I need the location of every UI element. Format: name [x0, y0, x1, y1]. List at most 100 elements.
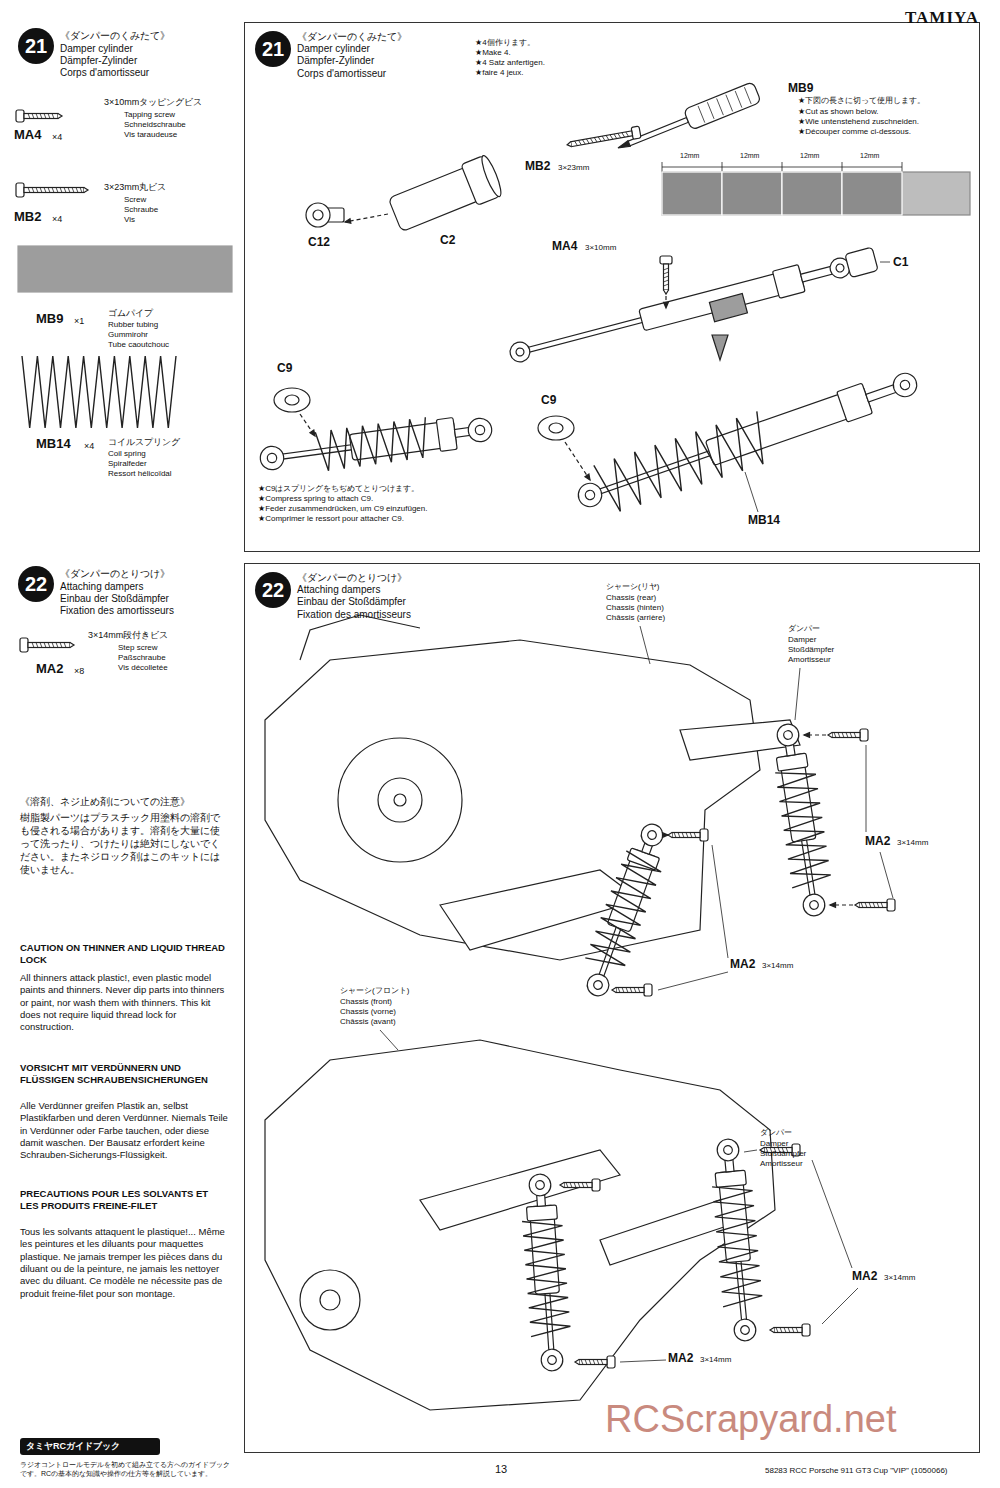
arrow-head: [345, 219, 351, 224]
drawing-part: [72, 188, 74, 193]
drawing-part: [547, 1355, 556, 1364]
dimension-tick: [722, 162, 723, 172]
leader-line: [812, 1160, 852, 1268]
dimension-tick: [662, 162, 663, 172]
drawing-part: [776, 723, 801, 748]
drawing-part: [64, 643, 66, 648]
part-name: Amortisseur: [788, 655, 831, 664]
drawing-part: [526, 1205, 557, 1221]
drawing-part: [306, 203, 330, 227]
part-code: MB9: [36, 312, 63, 327]
step-number: 22: [18, 566, 54, 602]
step-number-text: 22: [25, 573, 47, 596]
caution-text: Tous les solvants attaquent le plastique…: [20, 1226, 228, 1300]
arrow-head: [664, 302, 669, 308]
part-name: Vis décolletée: [118, 663, 168, 672]
suspension-arm: [420, 1150, 620, 1230]
drawing-part: [861, 903, 863, 908]
leader-line: [744, 1150, 757, 1152]
caution-heading: CAUTION ON THINNER AND LIQUID THREAD LOC…: [20, 942, 228, 967]
drawing-part: [28, 188, 30, 193]
drawing-part: [616, 988, 644, 993]
drawing-part: [586, 1183, 588, 1188]
drawing-part: [586, 139, 589, 144]
step-title: Damper cylinder: [297, 43, 370, 54]
guide-text: ラジオコントロールモデルを初めて組み立てる方へのガイドブックです。RCの基本的な…: [20, 1460, 235, 1478]
note-text: ★Make 4.: [475, 48, 511, 57]
suspension-arm: [680, 720, 800, 760]
drawing-part: [579, 1360, 607, 1365]
drawing-part: [592, 979, 603, 990]
part-code: MA2: [852, 1270, 877, 1284]
part-code: MA4: [552, 240, 577, 254]
screw-drawing: [16, 183, 88, 197]
drawing-part: [574, 1183, 576, 1188]
drawing-part: [70, 643, 74, 648]
guide-title: タミヤRCガイドブック: [26, 1440, 154, 1453]
drawing-part: [540, 1348, 563, 1371]
drawing-part: [570, 1183, 572, 1188]
note-text: ★4個作ります。: [475, 38, 535, 47]
note-text: ★4 Satz anfertigen.: [475, 58, 545, 67]
drawing-part: [36, 188, 38, 193]
dimension: 3×14mm: [884, 1273, 915, 1282]
screw-drawing: [20, 638, 74, 652]
dimension-tick: [902, 162, 903, 172]
leader-line: [712, 845, 728, 958]
drawing-part: [60, 643, 62, 648]
leader-line: [795, 668, 800, 720]
part-name: シャーシ(フロント): [340, 986, 409, 995]
dimension: 12mm: [740, 152, 759, 160]
drawing-part: [630, 988, 632, 993]
drawing-part: [784, 1328, 786, 1333]
drawing-part: [694, 833, 696, 838]
drawing-part: [267, 453, 278, 464]
drawing-part: [592, 1179, 600, 1191]
part-name: Coil spring: [108, 449, 146, 458]
tube-piece: [709, 294, 747, 322]
drawing-part: [28, 643, 70, 648]
chassis-front: [265, 1040, 775, 1410]
note-text: ★下図の長さに切って使用します。: [798, 96, 925, 105]
coil-spring: [775, 773, 831, 888]
gearbox: [300, 1270, 360, 1330]
drawing-part: [590, 138, 593, 143]
leader-line: [745, 472, 758, 512]
drawing-part: [597, 1360, 599, 1365]
step-number-text: 22: [262, 579, 284, 602]
drawing-part: [378, 778, 422, 822]
dimension: 3×10mm: [585, 243, 616, 252]
drawing-part: [564, 1183, 592, 1188]
dimension: 3×14mm: [762, 961, 793, 970]
drawing-part: [832, 733, 860, 738]
part-name: Châssis (avant): [340, 1017, 396, 1026]
part-quantity: ×8: [74, 666, 84, 676]
drawing-part: [740, 1325, 749, 1334]
part-name: Stoßdämpfer: [788, 645, 834, 654]
dimension: 12mm: [680, 152, 699, 160]
part-code: MB14: [36, 437, 71, 452]
arrow-head: [830, 903, 836, 908]
drawing-part: [723, 1145, 732, 1154]
drawing-part: [837, 383, 873, 422]
step-number-text: 21: [25, 35, 47, 58]
part-code: MB2: [525, 160, 550, 174]
drawing-part: [582, 1183, 584, 1188]
step-title: Einbau der Stoßdämpfer: [297, 596, 406, 607]
step-title: Damper cylinder: [60, 43, 133, 55]
drawing-part: [683, 82, 761, 130]
drawing-part: [664, 272, 669, 274]
part-name: Spiralfeder: [108, 459, 147, 468]
dimension-tick: [842, 162, 843, 172]
step-title: 《ダンパーのとりつけ》: [297, 571, 407, 585]
drawing-part: [682, 833, 684, 838]
caution-heading: VORSICHT MIT VERDÜNNERN UND FLÜSSIGEN SC…: [20, 1062, 228, 1087]
drawing-part: [782, 172, 842, 215]
drawing-part: [76, 188, 78, 193]
part-name: Vis taraudeuse: [124, 130, 177, 139]
part-quantity: ×4: [52, 132, 62, 142]
step-title: Fixation des amortisseurs: [297, 609, 411, 620]
drawing-part: [783, 730, 793, 740]
note-text: ★C9はスプリングをちぢめてとりつけます。: [258, 484, 419, 493]
